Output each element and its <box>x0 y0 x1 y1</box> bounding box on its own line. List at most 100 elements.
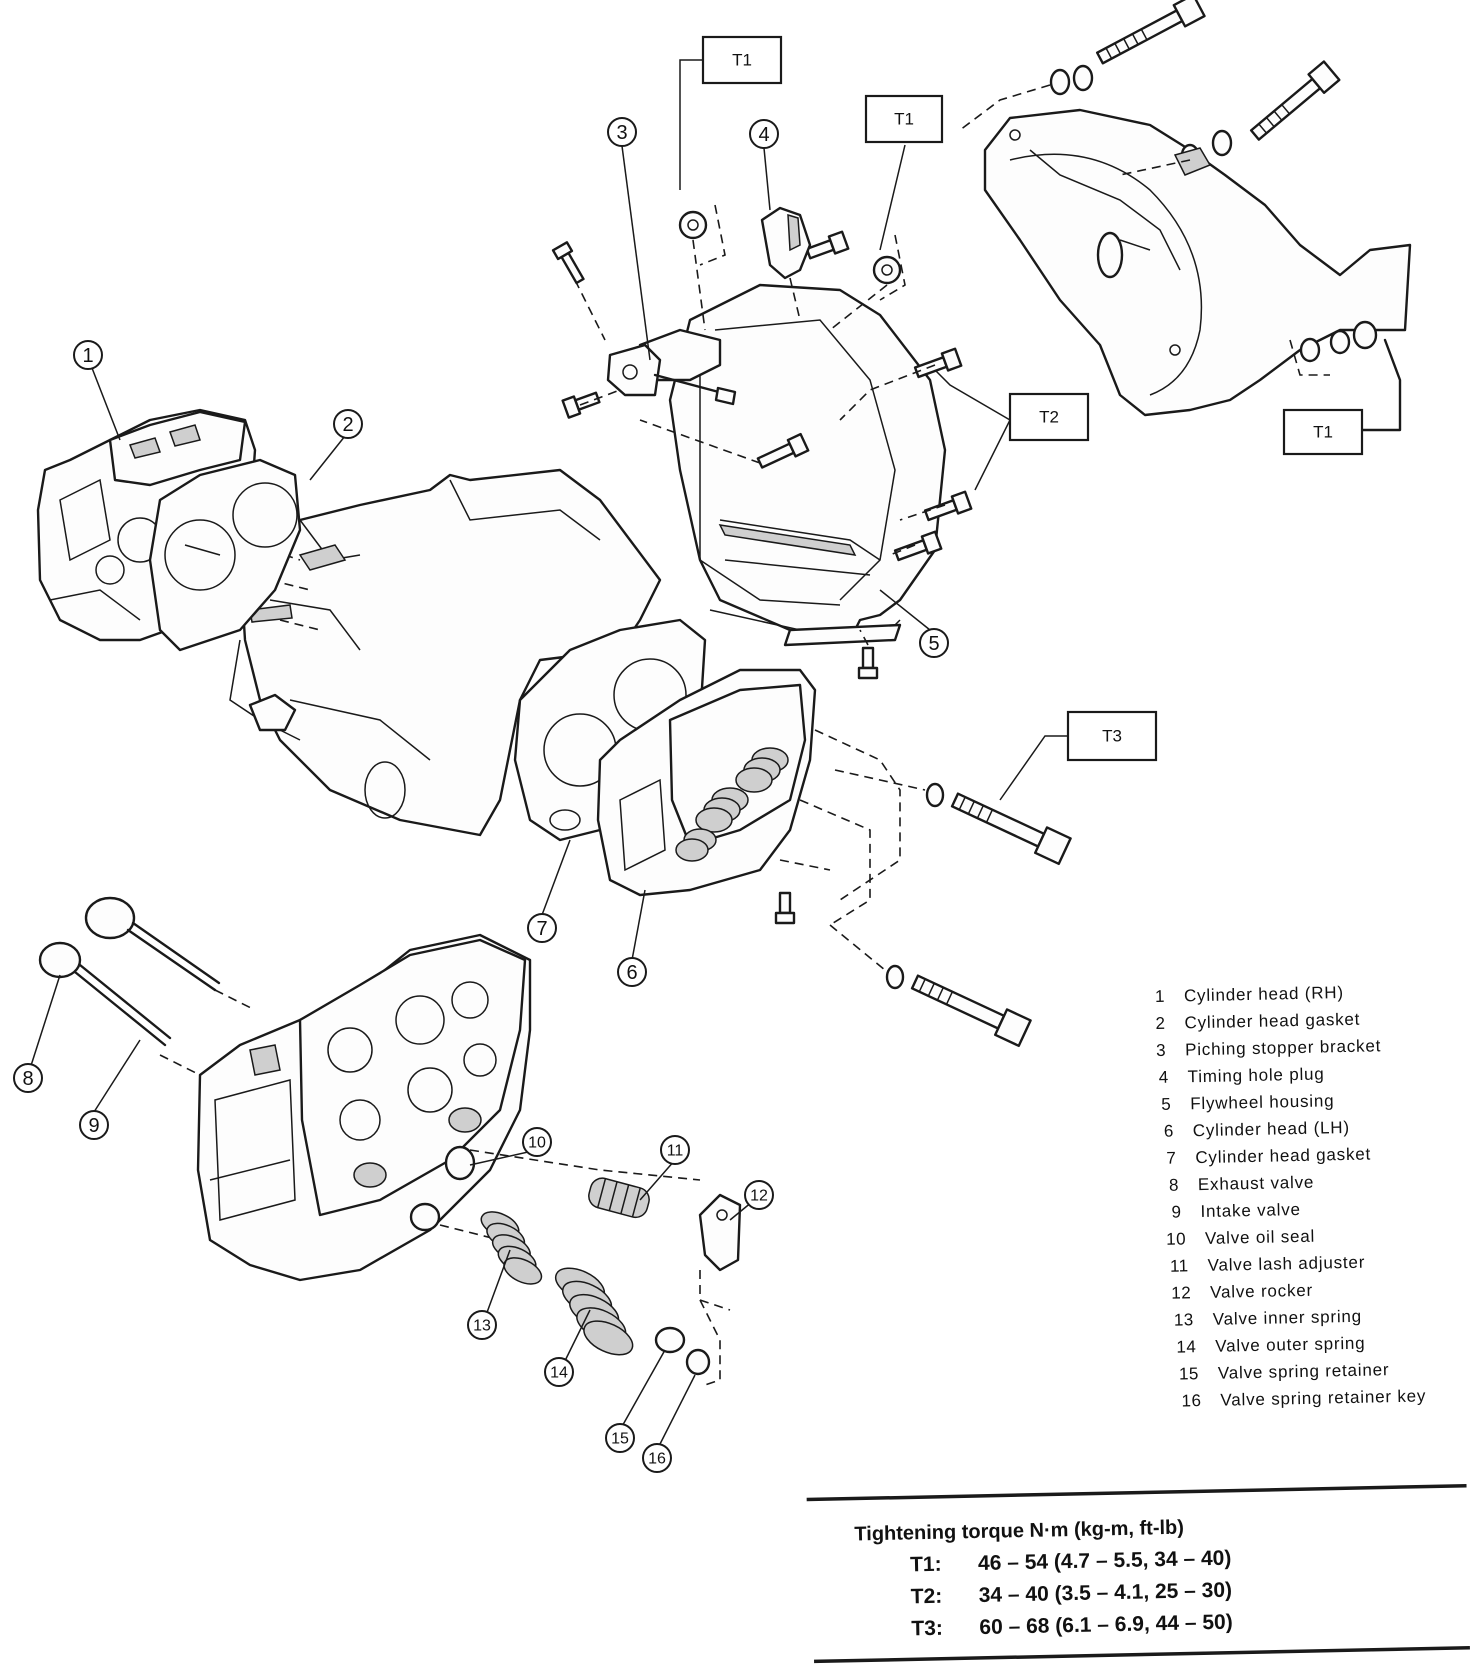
svg-text:T2:: T2: <box>910 1585 942 1609</box>
torque-row-t2: T2: 34 – 40 (3.5 – 4.1, 25 – 30) <box>910 1579 1232 1609</box>
callout-3: 3 <box>607 117 637 147</box>
svg-text:14: 14 <box>1176 1337 1196 1356</box>
table-rule-top <box>806 1483 1467 1502</box>
callout-16: 16 <box>642 1443 672 1473</box>
valve-components <box>409 1145 742 1386</box>
svg-text:Valve spring retainer key: Valve spring retainer key <box>1220 1386 1426 1409</box>
callout-12: 12 <box>744 1180 774 1210</box>
svg-text:2: 2 <box>1155 1014 1165 1033</box>
svg-text:Timing hole plug: Timing hole plug <box>1187 1064 1324 1086</box>
svg-text:6: 6 <box>626 962 637 984</box>
svg-text:8: 8 <box>22 1068 33 1090</box>
svg-text:Cylinder head (LH): Cylinder head (LH) <box>1193 1118 1350 1140</box>
tag-t3: T3 <box>1066 710 1158 762</box>
callout-6: 6 <box>617 957 647 987</box>
svg-text:15: 15 <box>611 1431 629 1448</box>
svg-text:60 – 68 (6.1 – 6.9, 44 – 50): 60 – 68 (6.1 – 6.9, 44 – 50) <box>979 1611 1233 1639</box>
callout-1: 1 <box>73 340 103 370</box>
svg-text:Valve outer spring: Valve outer spring <box>1215 1334 1366 1356</box>
pitching-stopper-bracket <box>606 343 737 406</box>
svg-text:46 – 54 (4.7 – 5.5, 34 – 40): 46 – 54 (4.7 – 5.5, 34 – 40) <box>978 1547 1232 1575</box>
legend-row: 1 Cylinder head (RH) <box>1155 983 1344 1006</box>
svg-text:7: 7 <box>536 918 547 940</box>
svg-text:8: 8 <box>1169 1176 1179 1195</box>
svg-text:3: 3 <box>616 122 627 144</box>
callout-10: 10 <box>522 1127 552 1157</box>
timing-hole-plug <box>760 206 812 321</box>
exhaust-valve <box>38 941 172 1047</box>
torque-tags: T1 T1 T1 T2 T3 <box>701 35 1364 762</box>
legend-row: 16 Valve spring retainer key <box>1181 1386 1426 1410</box>
t1-nuts-right <box>1289 320 1402 432</box>
t1-nuts-top <box>678 204 906 331</box>
callout-7: 7 <box>527 913 557 943</box>
torque-row-t3: T3: 60 – 68 (6.1 – 6.9, 44 – 50) <box>911 1611 1233 1641</box>
engine-block <box>229 468 662 837</box>
legend-row: 11 Valve lash adjuster <box>1170 1253 1366 1276</box>
callout-2: 2 <box>333 409 363 439</box>
cylinder-head-lh <box>596 668 901 926</box>
svg-text:4: 4 <box>1159 1068 1169 1087</box>
callout-13: 13 <box>467 1310 497 1340</box>
svg-text:16: 16 <box>648 1451 666 1468</box>
callout-layer: 1 2 3 4 5 6 7 8 9 10 11 12 13 14 15 16 <box>13 117 949 1473</box>
torque-row-t1: T1: 46 – 54 (4.7 – 5.5, 34 – 40) <box>910 1547 1232 1577</box>
tag-t1-mid: T1 <box>864 94 944 144</box>
svg-text:34 – 40 (3.5 – 4.1, 25 – 30): 34 – 40 (3.5 – 4.1, 25 – 30) <box>978 1579 1232 1607</box>
svg-text:Cylinder head gasket: Cylinder head gasket <box>1195 1144 1371 1167</box>
svg-text:Exhaust valve: Exhaust valve <box>1198 1173 1315 1194</box>
svg-text:13: 13 <box>1174 1310 1194 1329</box>
callout-11: 11 <box>660 1135 690 1165</box>
svg-text:11: 11 <box>1170 1256 1189 1275</box>
callout-14: 14 <box>544 1357 574 1387</box>
svg-text:1: 1 <box>1155 987 1165 1006</box>
svg-text:14: 14 <box>550 1365 568 1382</box>
legend-row: 2 Cylinder head gasket <box>1155 1010 1360 1033</box>
svg-text:Intake valve: Intake valve <box>1200 1200 1301 1221</box>
tag-t1-right: T1 <box>1282 408 1364 456</box>
svg-text:Valve rocker: Valve rocker <box>1210 1281 1313 1302</box>
svg-text:Cylinder head (RH): Cylinder head (RH) <box>1184 983 1344 1005</box>
svg-text:5: 5 <box>1161 1095 1171 1114</box>
svg-text:2: 2 <box>342 414 353 436</box>
callout-15: 15 <box>605 1423 635 1453</box>
t3-bolts <box>774 769 1072 1048</box>
svg-text:4: 4 <box>758 124 769 146</box>
torque-title: Tightening torque N·m (kg-m, ft-lb) <box>854 1517 1184 1546</box>
flywheel-housing <box>638 283 947 647</box>
torque-table: Tightening torque N·m (kg-m, ft-lb) T1: 4… <box>806 1483 1470 1664</box>
intake-valve <box>84 896 256 1011</box>
callout-4: 4 <box>749 119 779 149</box>
svg-text:12: 12 <box>750 1188 768 1205</box>
svg-text:Valve lash adjuster: Valve lash adjuster <box>1207 1253 1365 1275</box>
callout-8: 8 <box>13 1063 43 1093</box>
svg-text:T3:: T3: <box>911 1617 943 1641</box>
svg-text:3: 3 <box>1156 1041 1166 1060</box>
svg-text:Valve inner spring: Valve inner spring <box>1213 1307 1363 1329</box>
svg-text:Valve spring retainer: Valve spring retainer <box>1218 1360 1390 1383</box>
legend-row: 4 Timing hole plug <box>1159 1064 1325 1086</box>
svg-text:9: 9 <box>1171 1202 1181 1221</box>
svg-text:Cylinder head gasket: Cylinder head gasket <box>1184 1010 1360 1033</box>
housing-bolts <box>551 230 973 680</box>
callout-9: 9 <box>79 1110 109 1140</box>
legend-row: 14 Valve outer spring <box>1176 1334 1365 1357</box>
svg-text:T1: T1 <box>894 110 914 129</box>
legend-row: 13 Valve inner spring <box>1174 1307 1362 1330</box>
cylinder-head-gasket-rh <box>148 458 302 652</box>
svg-text:11: 11 <box>667 1143 684 1160</box>
svg-text:10: 10 <box>1166 1229 1186 1248</box>
legend-row: 7 Cylinder head gasket <box>1166 1144 1371 1167</box>
svg-text:13: 13 <box>473 1318 491 1335</box>
svg-text:1: 1 <box>82 345 93 367</box>
svg-text:16: 16 <box>1181 1391 1201 1410</box>
svg-text:9: 9 <box>88 1115 99 1137</box>
svg-text:7: 7 <box>1166 1149 1176 1168</box>
tag-t2: T2 <box>1008 392 1090 442</box>
svg-text:5: 5 <box>928 633 939 655</box>
svg-text:T1:: T1: <box>910 1553 942 1577</box>
